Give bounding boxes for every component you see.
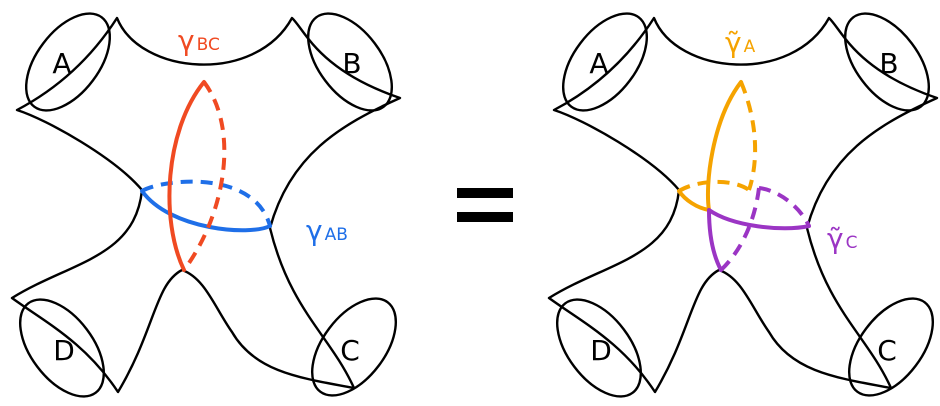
- right-boundary-a-ellipse: [561, 12, 649, 112]
- right-gamma-c-subscript: C: [846, 233, 858, 253]
- right-gamma-a-subscript: A: [744, 37, 756, 57]
- left-curve-ab-front-solid: [140, 189, 272, 233]
- left-boundary-a-ellipse: [24, 12, 112, 112]
- left-label-d: D: [53, 334, 75, 367]
- right-gamma-a-symbol: γ̃: [725, 26, 742, 59]
- left-boundary-c-ellipse: [310, 297, 398, 397]
- right-curve-c-front-solid: [707, 208, 811, 272]
- right-label-a: A: [589, 47, 608, 80]
- left-label-c: C: [340, 334, 360, 367]
- left-label-a: A: [52, 47, 71, 80]
- equals-sign: =: [457, 188, 513, 222]
- left-gamma-bc-symbol: γ: [178, 24, 195, 57]
- right-boundary-b-ellipse: [843, 12, 931, 112]
- left-gamma-ab-subscript: AB: [325, 225, 348, 245]
- left-label-b: B: [342, 47, 361, 80]
- equals-sign-bottom-bar: [457, 212, 513, 222]
- right-boundary-d-ellipse: [555, 298, 643, 398]
- left-curve-bc-back-dashed: [182, 80, 227, 272]
- right-label-c: C: [877, 334, 897, 367]
- equals-sign-top-bar: [457, 188, 513, 198]
- right-curve-a-front-solid: [677, 80, 743, 213]
- right-gamma-a-label: γ̃A: [725, 26, 756, 59]
- right-gamma-c-symbol: γ̃: [827, 222, 844, 255]
- left-boundary-b-ellipse: [306, 12, 394, 112]
- right-curve-a-back-dashed: [739, 81, 758, 191]
- equals-sign-text: =: [484, 205, 485, 207]
- right-curve-c-back-dashed-horizontal: [758, 186, 811, 227]
- right-panel: A B C D γ̃A γ̃C: [547, 12, 939, 398]
- left-curve-bc-front-solid: [167, 80, 206, 272]
- left-boundary-d-ellipse: [18, 298, 106, 398]
- right-label-b: B: [879, 47, 898, 80]
- right-boundary-c-ellipse: [847, 297, 935, 397]
- right-gamma-c-label: γ̃C: [827, 222, 857, 255]
- left-gamma-ab-symbol: γ: [306, 214, 323, 247]
- left-curve-ab-back-dashed: [141, 179, 272, 227]
- right-label-d: D: [590, 334, 612, 367]
- right-curve-a-back-dashed-horizontal: [677, 179, 751, 193]
- right-curve-c-back-dashed-vertical: [719, 187, 761, 272]
- left-gamma-bc-subscript: BC: [197, 35, 220, 55]
